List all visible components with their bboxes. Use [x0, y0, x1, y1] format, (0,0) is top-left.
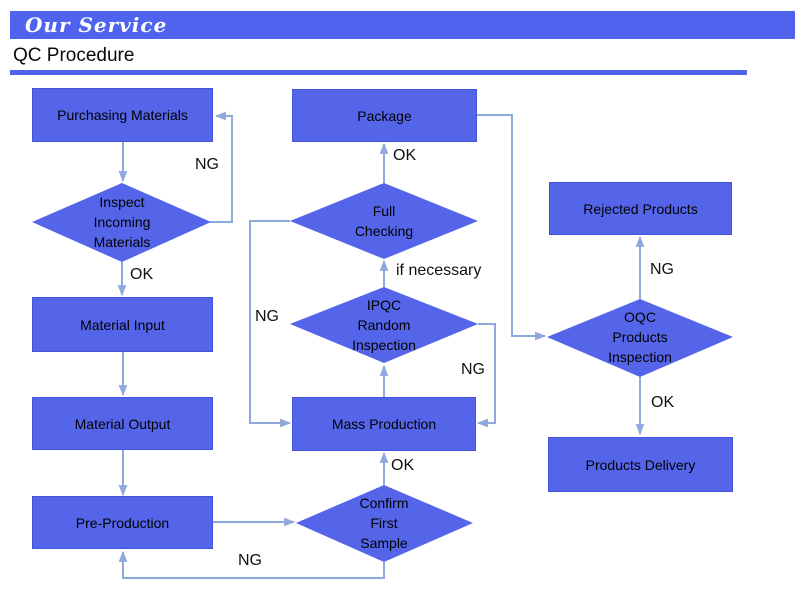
- diamond-inspect-incoming-materials: [32, 183, 211, 262]
- edge-label-confirm-ok: OK: [391, 457, 415, 474]
- title-divider: [10, 70, 747, 75]
- node-package: Package: [292, 89, 477, 142]
- edge-label-ipqc-if-necessary: if necessary: [396, 262, 482, 279]
- edge-label-full-checking-ok: OK: [393, 147, 417, 164]
- label-oqc-products-inspection: OQC Products Inspection: [608, 308, 672, 366]
- banner-bar: Our Service: [10, 11, 795, 39]
- edge-label-oqc-ng: NG: [650, 261, 674, 278]
- edge-label-ipqc-ng: NG: [461, 361, 485, 378]
- node-purchasing-materials: Purchasing Materials: [32, 88, 213, 142]
- label-inspect-incoming-materials: Inspect Incoming Materials: [93, 193, 151, 251]
- edge-ipqc-ng-to-massproduction: [476, 323, 496, 428]
- node-pre-production: Pre-Production: [32, 496, 213, 549]
- label-confirm-first-sample: Confirm First Sample: [359, 494, 409, 552]
- edge-label-confirm-ng: NG: [238, 552, 262, 569]
- edge-label-oqc-ok: OK: [651, 394, 675, 411]
- label-full-checking: Full Checking: [354, 202, 414, 239]
- node-rejected-products: Rejected Products: [549, 182, 732, 235]
- edge-label-inspect-ok: OK: [130, 266, 154, 283]
- edge-confirm-ng-to-preproduction: [118, 550, 385, 579]
- banner-title: Our Service: [25, 13, 168, 37]
- edge-fullchecking-ng-to-massproduction: [249, 220, 292, 428]
- diamond-ipqc-random-inspection: [290, 287, 478, 363]
- node-products-delivery: Products Delivery: [548, 437, 733, 492]
- edge-inspect-ng-to-purchasing: [210, 111, 233, 223]
- node-mass-production: Mass Production: [292, 397, 476, 451]
- node-material-output: Material Output: [32, 397, 213, 450]
- diamond-full-checking: [290, 183, 478, 259]
- label-ipqc-random-inspection: IPQC Random Inspection: [352, 296, 416, 354]
- page-title: QC Procedure: [13, 45, 135, 66]
- diamond-confirm-first-sample: [296, 485, 473, 562]
- edge-label-inspect-ng: NG: [195, 156, 219, 173]
- node-material-input: Material Input: [32, 297, 213, 352]
- edge-package-to-oqc: [476, 114, 547, 341]
- diamond-oqc-products-inspection: [547, 299, 733, 377]
- edge-label-full-checking-ng: NG: [255, 308, 279, 325]
